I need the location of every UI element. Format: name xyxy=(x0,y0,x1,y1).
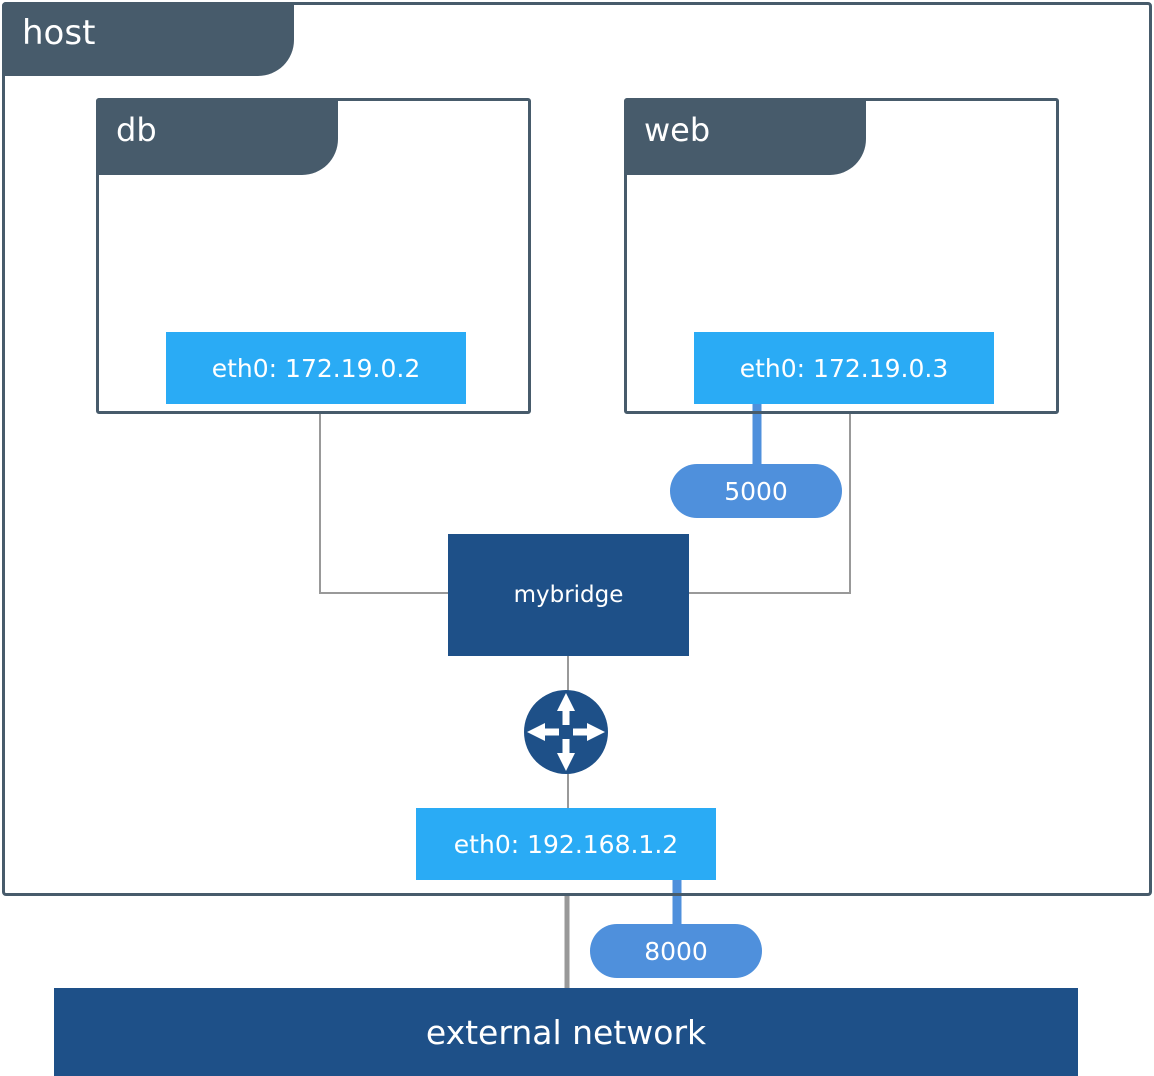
db-tab: db xyxy=(96,98,338,175)
host-label: host xyxy=(22,13,96,53)
host-port-badge: 8000 xyxy=(590,924,762,978)
host-tab: host xyxy=(2,2,294,76)
web-label: web xyxy=(644,111,711,149)
web-port-badge: 5000 xyxy=(670,464,842,518)
bridge-box: mybridge xyxy=(448,534,689,656)
host-interface: eth0: 192.168.1.2 xyxy=(416,808,716,880)
router-icon xyxy=(524,690,608,774)
external-network: external network xyxy=(54,988,1078,1076)
host-frame xyxy=(2,2,1152,896)
db-interface: eth0: 172.19.0.2 xyxy=(166,332,466,404)
db-label: db xyxy=(116,111,157,149)
web-tab: web xyxy=(624,98,866,175)
web-interface: eth0: 172.19.0.3 xyxy=(694,332,994,404)
